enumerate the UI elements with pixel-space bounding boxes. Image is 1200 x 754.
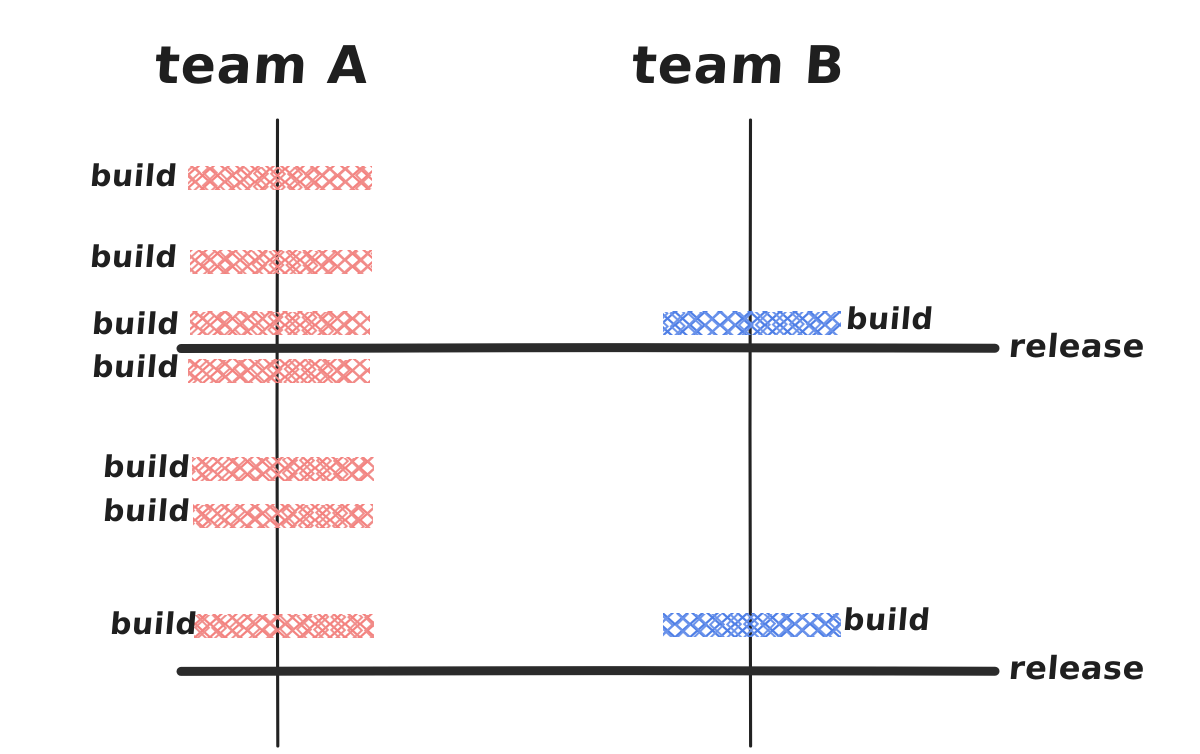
build-label-a2: build [88, 240, 179, 275]
release-line-1 [176, 343, 1000, 353]
build-bar-a2 [190, 250, 372, 274]
team-a-title: team A [152, 36, 371, 96]
timeline-team-a [275, 118, 280, 748]
build-bar-a1 [188, 166, 372, 190]
build-label-a5: build [101, 450, 192, 485]
build-label-a1: build [88, 159, 179, 194]
team-b-title: team B [629, 36, 848, 96]
build-bar-b1 [663, 311, 841, 335]
build-bar-a7 [194, 614, 374, 638]
build-bar-a6 [193, 504, 373, 528]
build-label-a4: build [90, 350, 181, 385]
build-bar-a4 [188, 359, 370, 383]
build-label-a7: build [108, 607, 199, 642]
build-bar-a3 [190, 311, 370, 335]
build-label-a6: build [101, 494, 192, 529]
build-bar-b2 [663, 613, 841, 637]
build-bar-a5 [192, 457, 374, 481]
build-label-b2: build [841, 603, 932, 638]
release-line-2 [176, 666, 1000, 676]
release-label-1: release [1007, 327, 1147, 365]
timeline-team-b [748, 118, 753, 748]
build-label-a3: build [90, 307, 181, 342]
build-label-b1: build [844, 302, 935, 337]
release-label-2: release [1007, 649, 1147, 687]
